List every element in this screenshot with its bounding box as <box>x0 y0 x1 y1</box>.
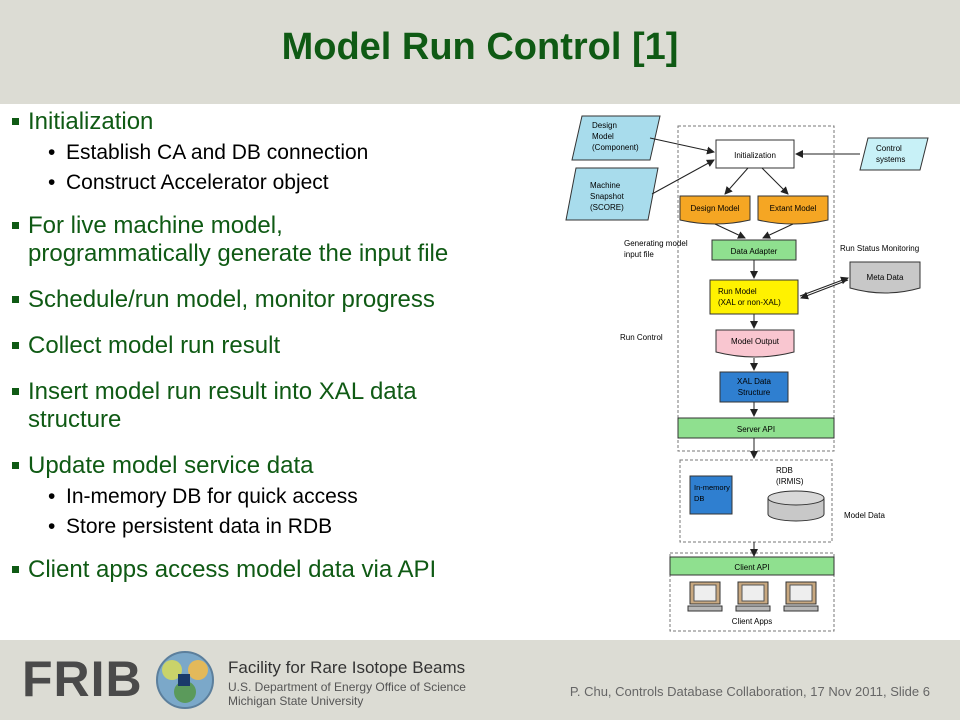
extant-model-box-label: Extant Model <box>770 204 817 213</box>
run-model-box <box>709 279 799 315</box>
rdb-label-1: RDB <box>776 466 793 475</box>
computer-icon <box>687 581 723 612</box>
design-model-label-2: Model <box>592 132 614 141</box>
server-api-box <box>677 417 835 439</box>
design-model-shape <box>571 115 661 161</box>
sub-bullet: •Construct Accelerator object <box>48 171 329 194</box>
run-control-boundary <box>677 125 835 452</box>
design-model-box <box>679 195 751 225</box>
bullet-initialization: Initialization •Establish CA and DB conn… <box>10 108 550 198</box>
model-output-label: Model Output <box>731 337 780 346</box>
control-systems-shape <box>859 137 929 171</box>
run-control-label: Run Control <box>620 333 663 342</box>
generating-label-2: input file <box>624 250 654 259</box>
model-data-boundary <box>679 459 833 543</box>
frib-logo-text: FRIB <box>22 651 143 707</box>
bullet-insert: Insert model run result into XAL data st… <box>10 378 550 434</box>
bullet-schedule: Schedule/run model, monitor progress <box>10 286 550 314</box>
square-bullet-icon <box>12 388 19 395</box>
footer-bar <box>0 640 960 720</box>
design-model-label-1: Design <box>592 121 617 130</box>
bullet-text: Client apps access model data via API <box>28 556 437 583</box>
xal-data-label-2: Structure <box>738 388 771 397</box>
bullet-collect: Collect model run result <box>10 332 550 360</box>
machine-snapshot-label-1: Machine <box>590 181 621 190</box>
run-model-label-2: (XAL or non-XAL) <box>718 298 781 307</box>
facility-title: Facility for Rare Isotope Beams <box>228 658 466 677</box>
model-output-box <box>715 329 795 358</box>
facility-sub1: U.S. Department of Energy Office of Scie… <box>228 680 466 694</box>
square-bullet-icon <box>12 222 19 229</box>
client-api-box <box>669 556 835 576</box>
rdb-cylinder-icon <box>767 490 825 522</box>
design-model-box-label: Design Model <box>691 204 740 213</box>
inmemory-label-2: DB <box>694 494 704 503</box>
bullet-live-model: For live machine model, programmatically… <box>10 212 550 268</box>
bullet-text: Update model service data <box>28 452 314 479</box>
xal-data-box <box>719 371 789 403</box>
sub-bullet: •Store persistent data in RDB <box>48 515 333 538</box>
meta-data-label: Meta Data <box>867 273 904 282</box>
generating-label-1: Generating model <box>624 239 688 248</box>
page-title: Model Run Control [1] <box>281 26 679 68</box>
frib-emblem-icon <box>156 651 214 709</box>
design-model-label-3: (Component) <box>592 143 639 152</box>
model-data-label: Model Data <box>844 511 885 520</box>
extant-model-box <box>757 195 829 225</box>
facility-sub2: Michigan State University <box>228 694 364 708</box>
bullet-update: Update model service data •In-memory DB … <box>10 452 550 542</box>
bullet-text: For live machine model, <box>28 212 283 239</box>
server-api-label: Server API <box>737 425 775 434</box>
bullet-text: Schedule/run model, monitor progress <box>28 286 435 313</box>
client-apps-label: Client Apps <box>732 617 772 626</box>
rdb-label-2: (IRMIS) <box>776 477 804 486</box>
run-model-label-1: Run Model <box>718 287 757 296</box>
bullet-text: Collect model run result <box>28 332 281 359</box>
initialization-box <box>715 139 795 169</box>
header-bar <box>0 0 960 104</box>
square-bullet-icon <box>12 342 19 349</box>
bullet-text-cont: structure <box>28 406 122 433</box>
square-bullet-icon <box>12 118 19 125</box>
square-bullet-icon <box>12 296 19 303</box>
data-adapter-label: Data Adapter <box>731 247 778 256</box>
computer-icon <box>783 581 819 612</box>
computer-icon <box>735 581 771 612</box>
machine-snapshot-label-2: Snapshot <box>590 192 625 201</box>
bullet-text-cont: programmatically generate the input file <box>28 240 449 267</box>
slide-info: P. Chu, Controls Database Collaboration,… <box>569 684 930 699</box>
square-bullet-icon <box>12 566 19 573</box>
machine-snapshot-label-3: (SCORE) <box>590 203 624 212</box>
bullet-client: Client apps access model data via API <box>10 556 550 584</box>
architecture-diagram: Design Model (Component) Machine Snapsho… <box>565 115 929 632</box>
control-systems-label-1: Control <box>876 144 902 153</box>
control-systems-label-2: systems <box>876 155 905 164</box>
xal-data-label-1: XAL Data <box>737 377 771 386</box>
sub-bullet: •Establish CA and DB connection <box>48 141 369 164</box>
bullet-text: Initialization <box>28 108 154 135</box>
sub-bullet: •In-memory DB for quick access <box>48 485 358 508</box>
meta-data-box <box>849 261 921 294</box>
bullet-text: Insert model run result into XAL data <box>28 378 417 405</box>
initialization-label: Initialization <box>734 151 776 160</box>
inmemory-label-1: In-memory <box>694 483 730 492</box>
inmemory-db-box <box>689 475 733 515</box>
machine-snapshot-shape <box>565 167 659 221</box>
client-api-label: Client API <box>734 563 769 572</box>
run-status-label: Run Status Monitoring <box>840 244 919 253</box>
square-bullet-icon <box>12 462 19 469</box>
bullet-list: Initialization •Establish CA and DB conn… <box>10 108 550 594</box>
